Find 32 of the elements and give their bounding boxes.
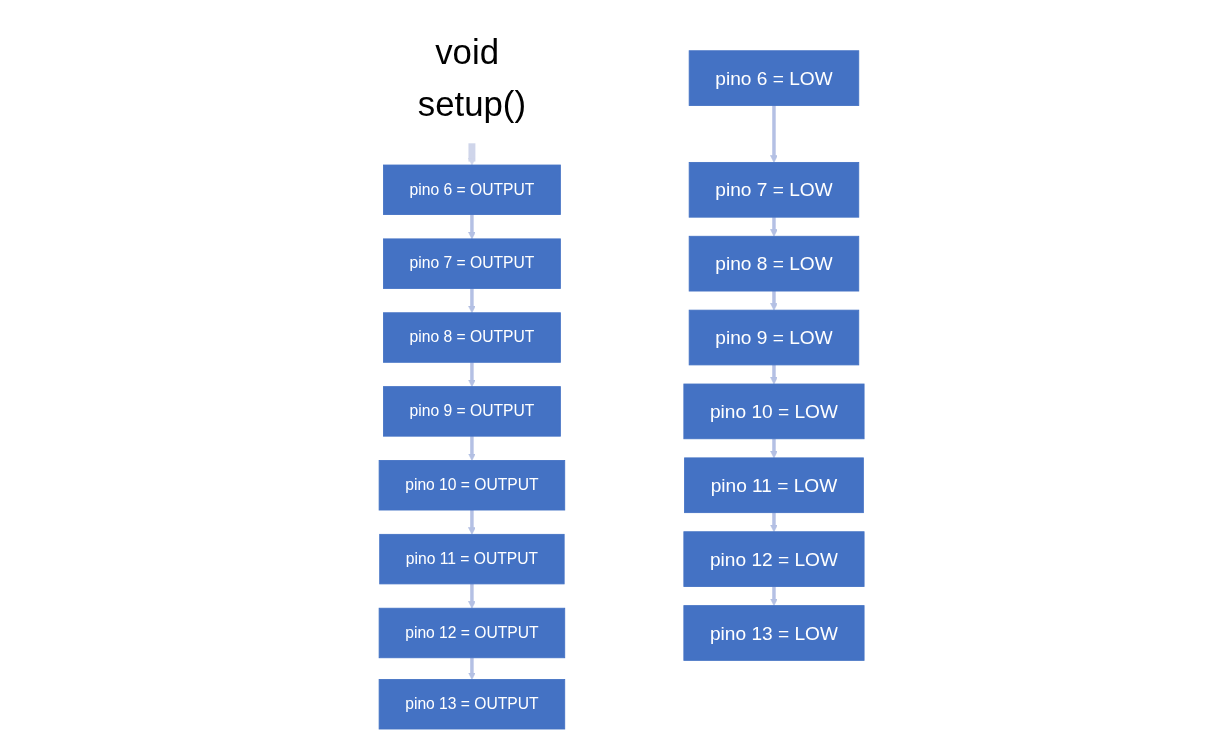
arrow [468, 214, 476, 240]
arrow [468, 583, 476, 609]
node-box: pino 8 = LOW [688, 235, 860, 292]
arrow [770, 364, 778, 385]
node-box: pino 11 = OUTPUT [379, 533, 565, 585]
arrow [770, 438, 778, 459]
node-box: pino 8 = OUTPUT [383, 312, 561, 363]
arrow [468, 436, 476, 461]
node-box: pino 10 = OUTPUT [378, 460, 566, 511]
node-box: pino 7 = LOW [688, 162, 860, 218]
node-box: pino 6 = OUTPUT [383, 164, 561, 215]
arrow [468, 362, 476, 387]
arrow [468, 141, 476, 166]
node-box: pino 11 = LOW [684, 457, 864, 514]
arrow [468, 510, 476, 535]
arrow [770, 217, 778, 237]
arrow [770, 512, 778, 533]
arrow [770, 290, 778, 311]
node-box: pino 12 = LOW [683, 531, 865, 587]
node-box: pino 9 = LOW [688, 309, 860, 366]
node-box: pino 9 = OUTPUT [383, 386, 561, 437]
node-text: void setup() [417, 32, 527, 124]
node-box: pino 13 = OUTPUT [378, 679, 566, 730]
node-box: pino 13 = LOW [683, 605, 865, 661]
node-box: pino 7 = OUTPUT [383, 238, 561, 289]
node-box: pino 6 = LOW [688, 50, 860, 106]
node-box: pino 12 = OUTPUT [378, 607, 566, 659]
arrow [468, 657, 476, 680]
arrow [468, 288, 476, 314]
node-box: pino 10 = LOW [683, 383, 865, 440]
arrow [770, 586, 778, 606]
arrow [770, 105, 778, 163]
